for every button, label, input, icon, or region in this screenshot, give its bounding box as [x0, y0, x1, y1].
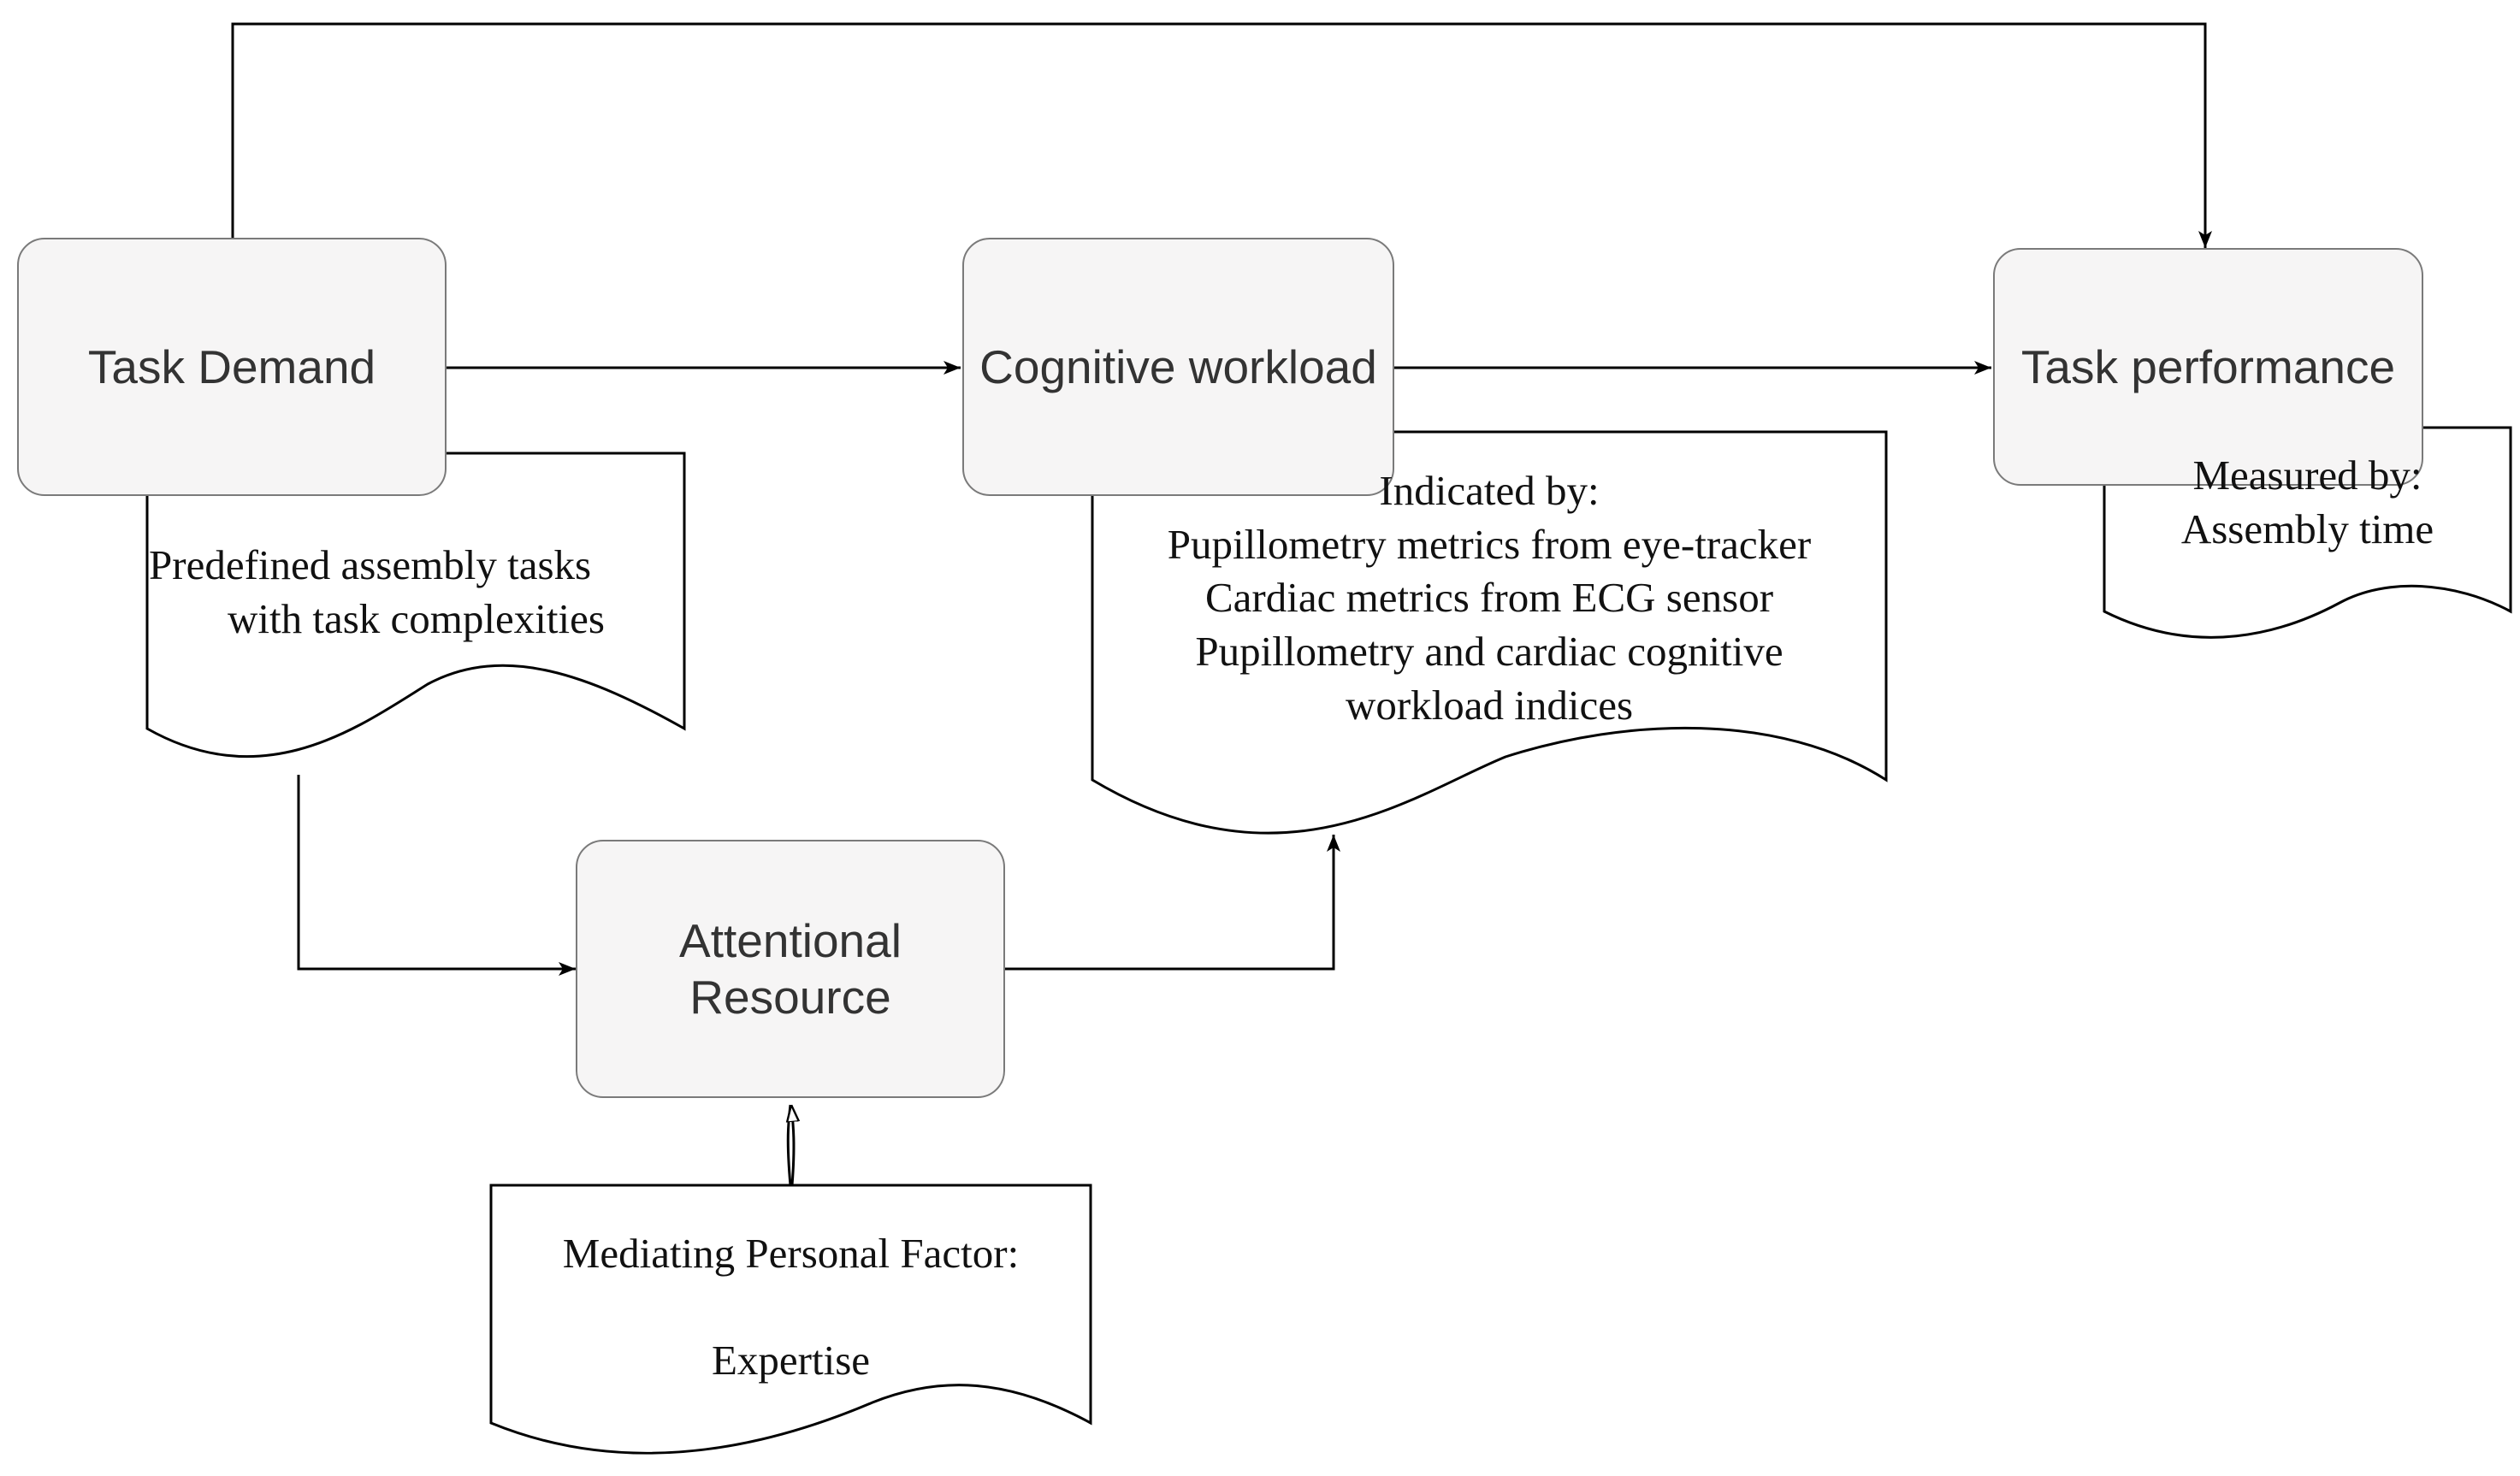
cognitive-workload-note-text: Indicated by: Pupillometry metrics from … — [1092, 464, 1886, 733]
node-attentional-resource-line-1: Attentional — [679, 914, 902, 967]
node-task-performance-label: Task performance — [2020, 340, 2396, 393]
personal-factor-note-text: Mediating Personal Factor: Expertise — [491, 1227, 1091, 1387]
node-attentional-resource-line-2: Resource — [689, 971, 891, 1024]
cognitive-workload-note-line-2: Pupillometry metrics from eye-tracker — [1167, 520, 1812, 568]
edge-task-demand-note-to-attentional-resource — [297, 775, 576, 976]
edge-attentional-resource-to-cognitive-workload-note — [1005, 835, 1340, 971]
personal-factor-note-line-2 — [491, 1281, 1091, 1334]
task-demand-note-shape — [145, 452, 686, 759]
cognitive-workload-note-line-4: Pupillometry and cardiac cognitive — [1195, 628, 1784, 676]
cognitive-workload-note-line-5: workload indices — [1345, 681, 1634, 729]
node-cognitive-workload-label: Cognitive workload — [979, 340, 1377, 393]
node-task-demand-label: Task Demand — [87, 340, 376, 393]
personal-factor-note-shape — [489, 1184, 1092, 1455]
personal-factor-note-line-1: Mediating Personal Factor: — [562, 1230, 1020, 1277]
node-task-performance: Task performance — [1993, 248, 2423, 486]
node-cognitive-workload: Cognitive workload — [962, 238, 1394, 496]
task-performance-note-line-2: Assembly time — [2180, 505, 2434, 552]
task-demand-note-line-2: with task complexities — [228, 594, 605, 642]
cognitive-workload-note-shape — [1091, 430, 1888, 835]
edge-personal-factor-to-attentional-resource — [788, 1105, 794, 1186]
edge-task-demand-to-task-performance — [231, 22, 2212, 248]
task-performance-note-text: Measured by: Assembly time — [2104, 449, 2511, 556]
task-demand-note-text: Predefined assembly tasks with task comp… — [149, 539, 683, 646]
task-demand-note-line-1: Predefined assembly tasks — [149, 541, 592, 588]
cognitive-workload-note-line-1: Indicated by: — [1379, 467, 1600, 514]
node-task-demand: Task Demand — [17, 238, 447, 496]
task-performance-note-line-1: Measured by: — [2192, 452, 2422, 499]
node-attentional-resource-text: Attentional Resource — [679, 912, 902, 1025]
personal-factor-note-line-3: Expertise — [711, 1336, 871, 1384]
cognitive-workload-note-line-3: Cardiac metrics from ECG sensor — [1204, 574, 1774, 622]
node-attentional-resource: Attentional Resource — [576, 840, 1005, 1098]
